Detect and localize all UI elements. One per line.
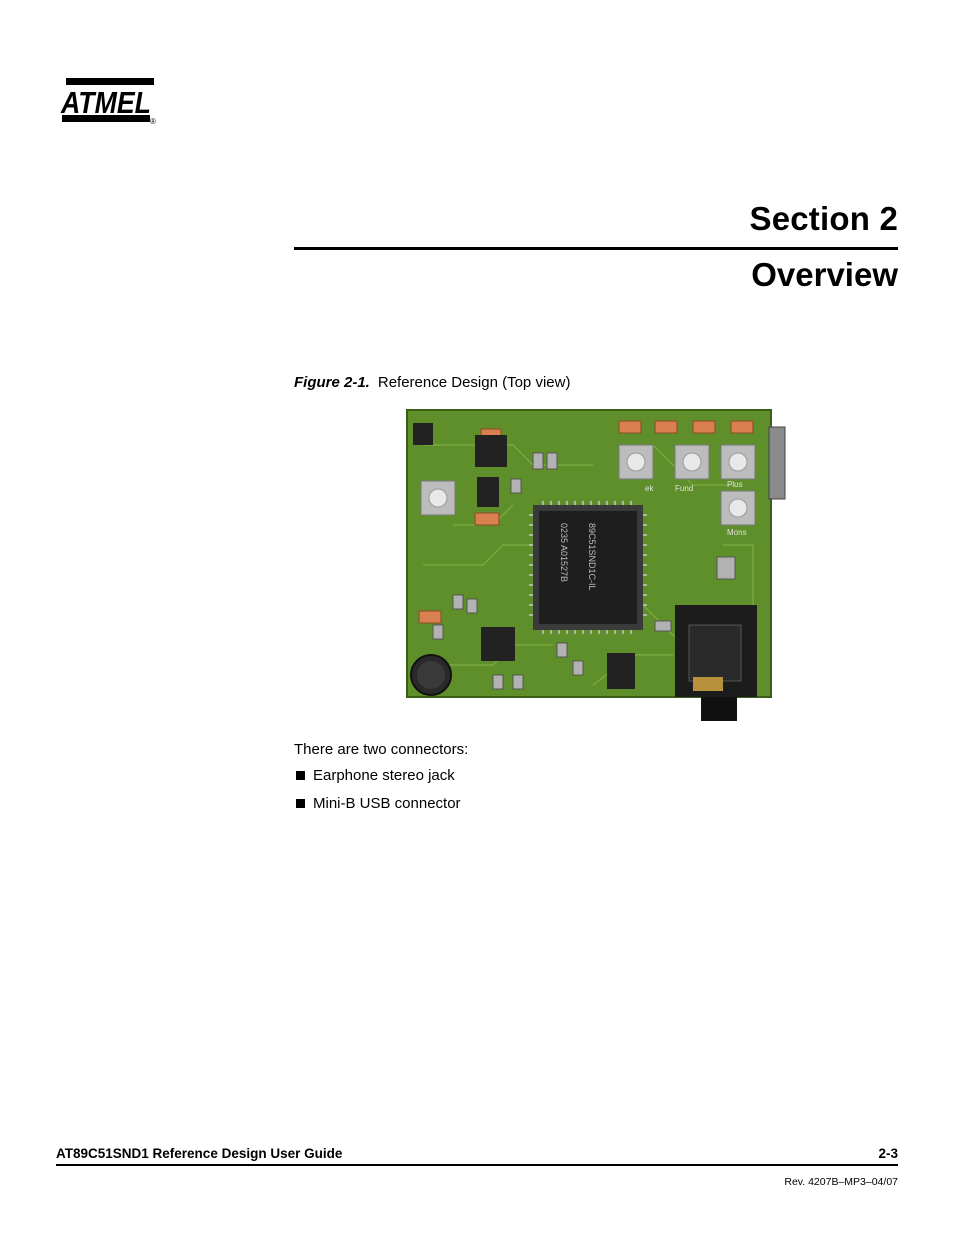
page-title: Overview xyxy=(751,256,898,293)
chip-marking-1: 89C51SND1C-IL xyxy=(587,523,597,591)
button-label-2: Fund xyxy=(675,484,693,493)
pcb-photo: 89C51SND1C-IL 0235 A01527B ek Fund Plus … xyxy=(393,405,791,733)
intro-text: There are two connectors: xyxy=(294,741,469,758)
figure-label: Figure 2-1. xyxy=(294,374,370,391)
list-item-text: Earphone stereo jack xyxy=(313,767,455,784)
figure-caption: Figure 2-1. Reference Design (Top view) xyxy=(294,374,570,391)
bullet-square-icon xyxy=(296,799,305,808)
logo-text: ATMEL xyxy=(60,85,151,120)
list-item-text: Mini-B USB connector xyxy=(313,795,461,812)
button-label-4: Mons xyxy=(727,528,747,537)
mcu-chip: 89C51SND1C-IL 0235 A01527B xyxy=(529,501,647,634)
button-label-1: ek xyxy=(645,484,654,493)
section-title: Section 2 xyxy=(749,200,898,237)
button-label-3: Plus xyxy=(727,480,743,489)
list-item: Earphone stereo jack xyxy=(294,767,461,795)
footer-doc-title: AT89C51SND1 Reference Design User Guide xyxy=(56,1146,343,1161)
figure-caption-text: Reference Design (Top view) xyxy=(377,374,571,391)
connector-list: Earphone stereo jack Mini-B USB connecto… xyxy=(294,767,461,823)
registered-mark: ® xyxy=(150,117,156,126)
footer-rule xyxy=(56,1164,898,1166)
bullet-square-icon xyxy=(296,771,305,780)
earphone-jack xyxy=(675,605,757,721)
title-rule xyxy=(294,247,898,250)
list-item: Mini-B USB connector xyxy=(294,795,461,823)
footer-revision: Rev. 4207B–MP3–04/07 xyxy=(784,1176,898,1188)
footer-page-number: 2-3 xyxy=(878,1146,898,1161)
chip-marking-2: 0235 A01527B xyxy=(559,523,569,582)
push-buttons: ek Fund Plus Mons xyxy=(420,444,756,537)
atmel-logo: ATMEL ® xyxy=(58,74,160,126)
